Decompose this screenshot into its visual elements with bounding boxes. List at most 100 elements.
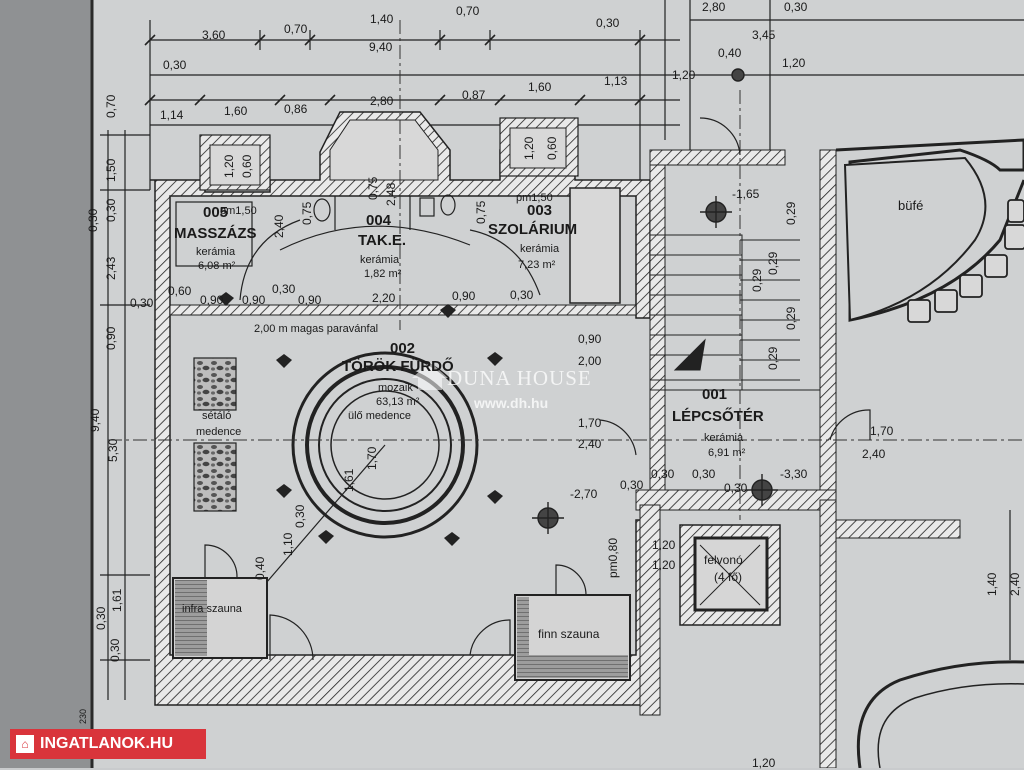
dim-stair-step-4: 0,29 — [750, 268, 764, 292]
dim-stair-f: 2,40 — [862, 447, 886, 461]
room-floor-szolarium: kerámia — [520, 243, 560, 255]
label-medence: medence — [196, 426, 242, 438]
staircase — [649, 234, 820, 391]
dim-left-b: 1,50 — [104, 158, 118, 182]
dim-left-k: 0,30 — [108, 638, 122, 662]
dim-left-d: 0,30 — [104, 198, 118, 222]
dim-stair-step-3: 0,29 — [784, 306, 798, 330]
elevator — [679, 524, 781, 626]
dim-top2-b: 0,40 — [718, 46, 742, 60]
label-felvono-cap: (4 fő) — [714, 570, 743, 584]
dim-row1-b: 0,60 — [168, 284, 192, 298]
dim-left-h: 5,30 — [106, 438, 120, 462]
dim-stair-d: 2,40 — [578, 437, 602, 451]
dim-left-g: 9,40 — [88, 408, 102, 432]
room-area-szolarium: 7,23 m² — [518, 259, 556, 271]
room-floor-torok: mozaik — [378, 382, 413, 394]
room-number-004: 004 — [366, 212, 392, 229]
solarium-bed — [569, 187, 621, 304]
level-b: -2,70 — [570, 487, 598, 501]
dim-top2-a: 0,30 — [163, 58, 187, 72]
dim-top3-e: 0,87 — [462, 88, 486, 102]
dim-nook-a: 1,20 — [222, 154, 236, 178]
dim-bottom-e: 1,20 — [652, 538, 676, 552]
dim-topright-c: 0,30 — [784, 0, 808, 14]
house-icon: ⌂ — [16, 735, 34, 753]
room-name-masszazs: MASSZÁZS — [174, 225, 257, 242]
dim-nook-c: 1,20 — [522, 136, 536, 160]
dim-topright-b: 3,45 — [752, 28, 776, 42]
dim-top2-d: 1,20 — [782, 56, 806, 70]
dim-nook-i: 0,75 — [474, 200, 488, 224]
dim-bottom-a: 0,30 — [620, 478, 644, 492]
dim-stair-b: 2,00 — [578, 354, 602, 368]
room-name-take: TAK.E. — [358, 232, 407, 249]
door-swings — [204, 117, 871, 661]
dim-row1-f: 0,90 — [298, 293, 322, 307]
room-floor-take: kerámia — [360, 254, 400, 266]
room-floor-lepcsoter: kerámia — [704, 432, 744, 444]
label-pm-bottom: pm0,80 — [606, 537, 620, 578]
dim-top1-a: 3,60 — [202, 28, 226, 42]
label-paravan: 2,00 m magas paravánfal — [254, 323, 379, 335]
dim-bottom-f: 1,20 — [652, 558, 676, 572]
room-area-torok: 63,13 m² — [376, 396, 420, 408]
pm-left: pm1,50 — [220, 205, 257, 217]
dim-bottom-c: 0,30 — [692, 467, 716, 481]
dim-nook-e: 0,75 — [366, 176, 380, 200]
dim-left-a: 0,70 — [104, 94, 118, 118]
dim-circle-a: 1,70 — [365, 446, 379, 470]
dim-right-b: 2,40 — [1008, 572, 1022, 596]
label-bufe: büfé — [898, 198, 924, 213]
label-setalo: sétáló — [202, 410, 232, 422]
dim-bottom-cut: 1,20 — [752, 756, 776, 770]
dim-row1-h: 0,90 — [452, 289, 476, 303]
dim-top3-c: 0,86 — [284, 102, 308, 116]
room-name-lepcsoter: LÉPCSŐTÉR — [672, 408, 764, 425]
dim-total: 9,40 — [369, 40, 393, 54]
lamp-markers — [218, 292, 503, 546]
dim-top3-d: 2,80 — [370, 94, 394, 108]
room-area-take: 1,82 m² — [364, 268, 402, 280]
room-number-002: 002 — [390, 340, 416, 357]
dim-nook-g: 0,75 — [300, 201, 314, 225]
dim-nook-f: 2,48 — [384, 182, 398, 206]
drain-symbols — [532, 68, 778, 534]
dim-top3-a: 1,14 — [160, 108, 184, 122]
dimension-ticks — [144, 34, 646, 106]
lower-curve — [856, 660, 1024, 768]
dim-circle-b: 1,61 — [342, 468, 356, 492]
label-infra-sauna: infra szauna — [182, 603, 242, 615]
top-dimension-lines — [149, 0, 1024, 190]
dim-stair-e: 1,70 — [870, 424, 894, 438]
building-walls — [150, 111, 1024, 768]
plunge-pool — [259, 351, 479, 591]
dim-nook-b: 0,60 — [240, 154, 254, 178]
label-felvono: felvonó — [704, 553, 743, 567]
site-badge[interactable]: ⌂ INGATLANOK.HU — [10, 729, 206, 759]
massage-table — [175, 201, 253, 267]
dim-top1-e: 0,30 — [596, 16, 620, 30]
watermark-url: www.dh.hu — [474, 395, 549, 411]
wc-fixtures — [239, 194, 541, 301]
dim-top1-d: 0,70 — [456, 4, 480, 18]
dim-top3-g: 1,13 — [604, 74, 628, 88]
dim-left-i: 1,61 — [110, 588, 124, 612]
dim-top1-c: 1,40 — [370, 12, 394, 26]
dim-circle-d: 1,10 — [281, 532, 295, 556]
paper-edge — [0, 0, 92, 768]
walking-pool-stones-top — [193, 357, 237, 411]
dim-left-c: 0,30 — [86, 208, 100, 232]
room-number-005: 005 — [203, 204, 229, 221]
dim-row1-i: 0,30 — [510, 288, 534, 302]
dim-bottom-d: 0,30 — [724, 481, 748, 495]
dim-nook-d: 0,60 — [545, 136, 559, 160]
room-name-szolarium: SZOLÁRIUM — [488, 221, 578, 238]
room-name-torok-furdo: TÖRÖK FÜRDŐ — [342, 358, 454, 375]
dim-left-f: 0,90 — [104, 326, 118, 350]
watermark-brand: DUNA HOUSE — [447, 366, 592, 390]
edge-number: 230 — [78, 708, 88, 724]
axis-lines — [108, 20, 1024, 520]
dim-left-j: 0,30 — [94, 606, 108, 630]
